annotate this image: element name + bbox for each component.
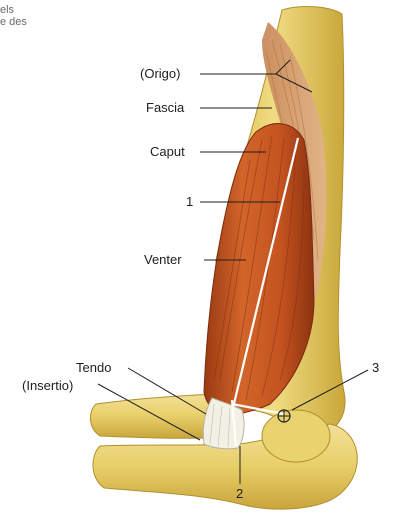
- label-one: 1: [186, 194, 193, 209]
- label-tendo: Tendo: [76, 360, 111, 375]
- label-fascia: Fascia: [146, 100, 184, 115]
- label-insertio: (Insertio): [22, 378, 73, 393]
- label-venter: Venter: [144, 252, 182, 267]
- elbow-condyle: [262, 410, 330, 462]
- label-origo: (Origo): [140, 66, 180, 81]
- label-three: 3: [372, 360, 379, 375]
- label-caput: Caput: [150, 144, 185, 159]
- label-two: 2: [236, 486, 243, 501]
